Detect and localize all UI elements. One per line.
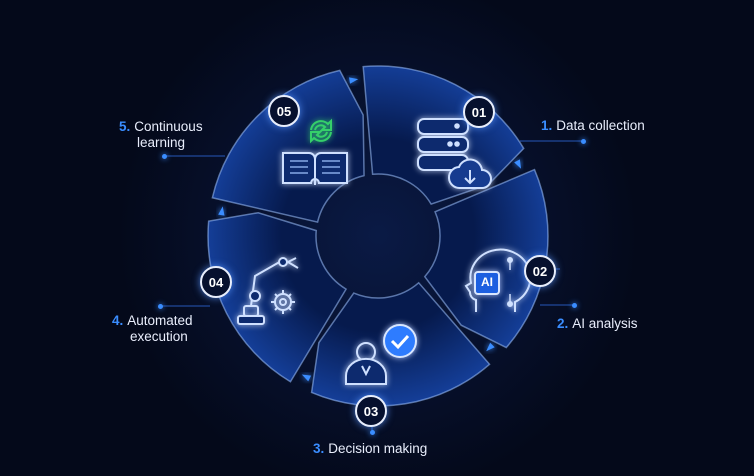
book-refresh-icon [282,118,348,185]
flow-arrow-4 [218,206,225,216]
database-cloud-download-icon [417,118,492,190]
step-label-1: 1.Data collection [541,118,645,134]
step-badge-2: 02 [524,255,556,287]
step-title-5: Continuous [134,119,203,134]
step-number-4: 4. [112,313,124,328]
step-badge-4: 04 [200,266,232,298]
ai-brain-head-icon [464,248,532,312]
step-label-2: 2.AI analysis [557,316,638,332]
step-number-3: 3. [313,441,325,456]
step-badge-5: 05 [268,95,300,127]
step-number-5: 5. [119,119,131,134]
step-title-5-cont: learning [137,135,186,150]
label-dot-1 [581,139,586,144]
step-label-3: 3.Decision making [313,441,427,457]
label-dot-2 [572,303,577,308]
person-checkmark-icon [345,324,417,385]
step-title-4: Automated [127,313,193,328]
label-dot-3 [370,430,375,435]
step-number-2: 2. [557,316,569,331]
step-number-1: 1. [541,118,553,133]
flow-arrow-5 [348,77,359,84]
cycle-segment-5 [211,69,365,223]
step-label-4: 4.Automated execution [112,313,193,345]
flow-arrow-3 [301,374,312,382]
flow-arrow-2 [486,342,495,352]
flow-arrow-1 [514,159,522,169]
ai-chip-label: AI [481,275,493,289]
step-badge-1: 01 [463,96,495,128]
robotic-arm-gear-icon [237,257,299,325]
step-badge-3: 03 [355,395,387,427]
step-title-4-cont: execution [130,329,188,344]
step-label-5: 5.Continuous learning [119,119,203,151]
label-dot-4 [158,304,163,309]
cycle-segment-2 [423,168,549,349]
step-title-3: Decision making [328,441,428,456]
step-title-2: AI analysis [572,316,638,331]
label-dot-5 [162,154,167,159]
step-title-1: Data collection [556,118,645,133]
